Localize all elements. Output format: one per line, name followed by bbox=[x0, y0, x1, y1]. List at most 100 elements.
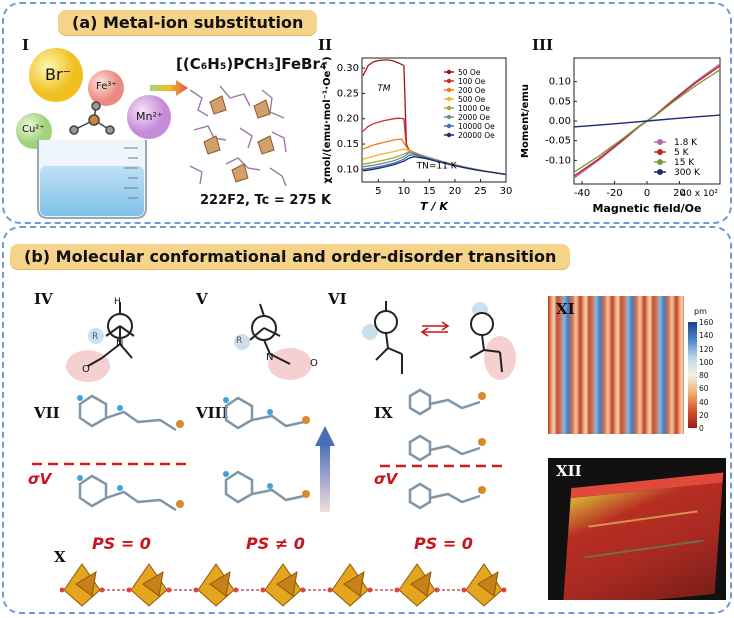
newman-IV-O: O bbox=[82, 364, 90, 375]
chart-II-ytick-label: 0.20 bbox=[337, 114, 359, 125]
chart-II-xtick-label: 25 bbox=[474, 186, 487, 197]
chart-II-ytick-label: 0.10 bbox=[337, 164, 359, 175]
linker-atom bbox=[126, 587, 132, 593]
polarization-arrow bbox=[320, 444, 330, 512]
substitution-arrow bbox=[150, 80, 188, 96]
polyhedron-face bbox=[75, 571, 97, 597]
equilibrium-arrows bbox=[420, 321, 450, 337]
linker-atom bbox=[394, 587, 400, 593]
panel-b-title: (b) Molecular conformational and order-d… bbox=[10, 244, 571, 269]
label-II: II bbox=[318, 36, 333, 54]
ps-zero-IX: PS = 0 bbox=[414, 534, 473, 553]
chart-III-legend-marker bbox=[657, 149, 663, 155]
chart-III-legend-label: 15 K bbox=[674, 158, 695, 168]
label-IV: IV bbox=[34, 290, 53, 308]
colorbar-tick-label: 140 bbox=[699, 331, 714, 341]
chart-II-ylabel: χmol/(emu·mol⁻¹·Oe⁻¹) bbox=[322, 56, 333, 183]
newman-projection-VI bbox=[362, 301, 516, 380]
ps-nonzero-VIII: PS ≠ 0 bbox=[246, 534, 305, 553]
polyhedron-unit bbox=[126, 563, 196, 607]
colorbar-tick-label: 120 bbox=[699, 344, 714, 354]
chart-II-legend-marker bbox=[446, 78, 452, 84]
chart-III-legend-marker bbox=[657, 159, 663, 165]
panel-b bbox=[2, 226, 732, 614]
chart-II-legend-marker bbox=[446, 132, 452, 138]
chart-II-ytick-label: 0.15 bbox=[337, 139, 359, 150]
newman-projection-IV bbox=[66, 302, 135, 382]
afm-image-XI bbox=[548, 296, 684, 434]
polyhedron-face bbox=[477, 571, 499, 597]
colorbar-tick-label: 100 bbox=[699, 357, 714, 367]
br-ion-label: Br⁻ bbox=[45, 65, 71, 84]
chart-II-legend-marker bbox=[446, 87, 452, 93]
sigma-v-label-IX: σV bbox=[374, 470, 398, 488]
label-IX: IX bbox=[374, 404, 393, 422]
mn-ion-label: Mn²⁺ bbox=[136, 110, 163, 123]
panel-a-title: (a) Metal-ion substitution bbox=[58, 10, 318, 35]
label-I: I bbox=[22, 36, 30, 54]
linker-atom bbox=[461, 587, 467, 593]
chart-II-annotation-tn: TN=11 K bbox=[416, 161, 458, 171]
compound-tc: 222F2, Tc = 275 K bbox=[200, 193, 332, 208]
molecule-sketch bbox=[69, 101, 115, 135]
newman-V-O: O bbox=[310, 358, 318, 369]
newman-IV-N: N bbox=[116, 338, 124, 349]
molecular-packing bbox=[32, 388, 506, 512]
chart-III-legend-label: 300 K bbox=[674, 168, 701, 178]
polyhedron-unit bbox=[394, 563, 464, 607]
chart-II-legend-label: 20000 Oe bbox=[458, 131, 495, 140]
label-X: X bbox=[54, 548, 66, 566]
chart-II-legend-label: 2000 Oe bbox=[458, 113, 490, 122]
chart-II-xlabel: T / K bbox=[420, 200, 449, 213]
sigma-v-label-VII: σV bbox=[28, 470, 52, 488]
chart-II-xtick-label: 15 bbox=[423, 186, 436, 197]
newman-projection-V bbox=[234, 303, 312, 380]
polyhedra-chain-X bbox=[60, 563, 507, 607]
chart-II-annotation-tm: TM bbox=[377, 84, 390, 94]
polyhedron-face bbox=[209, 571, 231, 597]
chart-III-ytick-label: 0.00 bbox=[549, 116, 571, 127]
polyhedron-unit bbox=[327, 563, 397, 607]
chart-III-ytick-label: 0.10 bbox=[549, 77, 571, 88]
chart-III-xtick-label: 20 bbox=[673, 188, 686, 199]
label-III: III bbox=[532, 36, 554, 54]
polyhedron-unit bbox=[461, 563, 507, 607]
chart-III-ytick-label: -0.10 bbox=[545, 155, 571, 166]
chart-II-series-line bbox=[362, 156, 507, 176]
colorbar-tick-label: 40 bbox=[699, 397, 709, 407]
chart-III-xtick-label: 0 bbox=[644, 188, 650, 199]
newman-IV-H1: H bbox=[114, 297, 121, 307]
ps-zero-VII: PS = 0 bbox=[92, 534, 151, 553]
chart-II-legend-label: 10000 Oe bbox=[458, 122, 495, 131]
br-ion-ball bbox=[29, 48, 83, 102]
afm-colorbar bbox=[688, 322, 697, 428]
colorbar-tick-label: 160 bbox=[699, 318, 714, 327]
chart-II-legend-label: 500 Oe bbox=[458, 95, 486, 104]
polyhedron-unit bbox=[193, 563, 263, 607]
colorbar-tick-label: 0 bbox=[699, 424, 704, 433]
polyhedron-face bbox=[276, 571, 298, 597]
ion-beaker-illustration bbox=[16, 48, 171, 219]
linker-atom bbox=[260, 587, 266, 593]
linker-atom bbox=[60, 587, 65, 593]
chart-III-legend-label: 1.8 K bbox=[674, 138, 698, 148]
newman-V-N: N bbox=[266, 352, 274, 363]
polyhedron-face bbox=[142, 571, 164, 597]
newman-IV-R: R bbox=[92, 332, 99, 342]
label-VIII: VIII bbox=[196, 404, 229, 422]
chart-II-ytick-label: 0.25 bbox=[337, 88, 359, 99]
polyhedron-face bbox=[343, 571, 365, 597]
crystal-packing bbox=[189, 85, 287, 187]
polyhedron-unit bbox=[260, 563, 330, 607]
linker-atom bbox=[193, 587, 199, 593]
chart-II-legend-marker bbox=[446, 123, 452, 129]
colorbar-tick-label: 80 bbox=[699, 371, 709, 380]
chart-II-legend-label: 100 Oe bbox=[458, 77, 486, 86]
crystal-photo-XII bbox=[548, 458, 726, 600]
panel-a bbox=[2, 2, 732, 224]
polyhedron-face bbox=[410, 571, 432, 597]
colorbar-tick-label: 20 bbox=[699, 410, 709, 420]
chart-II-legend-marker bbox=[446, 69, 452, 75]
chart-II-frame bbox=[361, 57, 507, 183]
